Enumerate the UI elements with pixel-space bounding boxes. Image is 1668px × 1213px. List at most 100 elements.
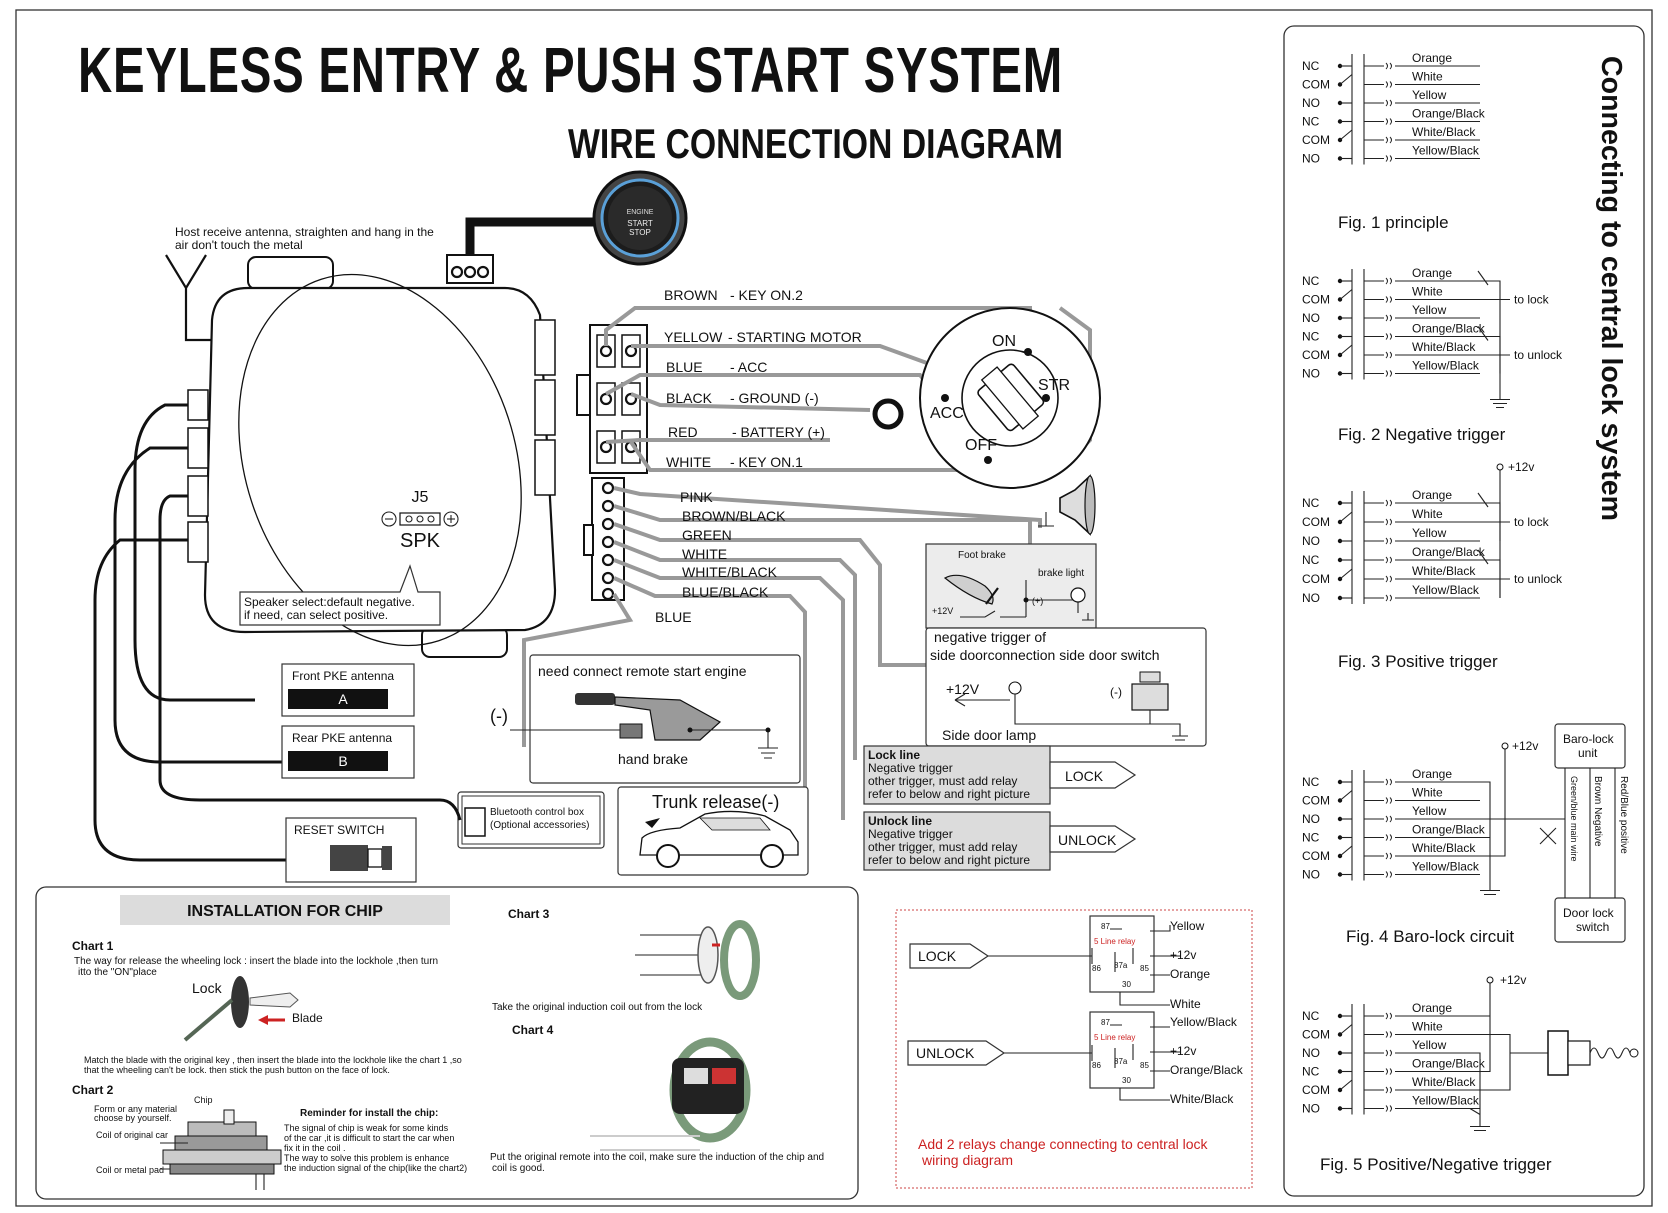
chip-panel [35, 886, 859, 1200]
outer-frame [15, 9, 1653, 1207]
chart1-match-1: Match the blade with the original key , … [84, 1055, 462, 1065]
aux-wire-green: GREEN [682, 527, 732, 543]
brake-pedal-icon [943, 574, 1094, 621]
fig3-to-unlock: to unlock [1514, 572, 1563, 586]
foot-brake-box [925, 543, 1097, 629]
chart4-text-1: Put the original remote into the coil, m… [490, 1152, 824, 1163]
side-door-12v: +12V [946, 681, 980, 697]
push-start-button: ENGINE START STOP [592, 170, 688, 266]
fig4-wire-0: Orange [1412, 767, 1452, 781]
relay-lock-arrow [909, 943, 990, 969]
door-switch-1: Door lock [1563, 906, 1615, 920]
side-door-title-2: side doorconnection side door switch [930, 647, 1160, 663]
fig2-diagram: NCOrangeCOMWhiteNOYellowNCOrange/BlackCO… [1302, 266, 1563, 444]
wire-red-fn: - BATTERY (+) [732, 424, 825, 440]
relay2-name: 5 Line relay [1094, 1033, 1135, 1042]
relay-lock-label: LOCK [918, 948, 957, 964]
main-control-unit [187, 256, 557, 658]
main-title: KEYLESS ENTRY & PUSH START SYSTEM [78, 34, 1063, 106]
fig4-caption: Fig. 4 Baro-lock circuit [1346, 927, 1514, 946]
fig2-wire-1: White [1412, 285, 1443, 299]
fig4-term-3: NC [1302, 831, 1320, 845]
lock-arrow [1049, 761, 1137, 789]
fig5-wire-3: Orange/Black [1412, 1057, 1486, 1071]
unlock-line-2: other trigger, must add relay [868, 840, 1017, 854]
jumper-label: SPK [400, 530, 441, 552]
wire-white-fn: - KEY ON.1 [730, 454, 803, 470]
wire-blue-color: BLUE [666, 359, 703, 375]
baro-col-2: Brown Negative [1592, 776, 1603, 847]
fig4-diagram: NCOrangeCOMWhiteNOYellowNCOrange/BlackCO… [1302, 723, 1629, 946]
front-pke-label: Front PKE antenna [292, 669, 394, 683]
side-door-box [925, 627, 1207, 747]
relay2-wire-12v: +12v [1170, 1044, 1196, 1058]
relay-unlock-label: UNLOCK [916, 1045, 975, 1061]
fig3-caption: Fig. 3 Positive trigger [1338, 652, 1498, 671]
relay2-wire-orange-black: Orange/Black [1170, 1063, 1244, 1077]
wire-black-color: BLACK [666, 390, 713, 406]
fig5-wire-5: Yellow/Black [1412, 1094, 1480, 1108]
chart1-label: Chart 1 [72, 939, 114, 953]
fig2-caption: Fig. 2 Negative trigger [1338, 425, 1506, 444]
wire-yellow-color: YELLOW [664, 329, 723, 345]
aux-wire-white-black: WHITE/BLACK [682, 564, 778, 580]
ignition-str: STR [1038, 377, 1070, 394]
fig2-term-3: NC [1302, 330, 1320, 344]
ignition-acc: ACC [930, 405, 964, 422]
bluetooth-box [457, 791, 605, 849]
button-start: START [627, 219, 653, 228]
fig4-wire-1: White [1412, 786, 1443, 800]
speaker-note-2: if need, can select positive. [244, 608, 388, 622]
chip-header-bg [120, 895, 450, 925]
chart1-lock: Lock [192, 980, 223, 996]
fig1-term-0: NC [1302, 59, 1320, 73]
fig1-wire-5: Yellow/Black [1412, 144, 1480, 158]
remote-start-label: need connect remote start engine [538, 663, 747, 679]
fig2-wire-2: Yellow [1412, 303, 1447, 317]
relay1-pin-87a: 87a [1114, 961, 1128, 970]
wire-brown-fn: - KEY ON.2 [730, 287, 803, 303]
chart2-label: Chart 2 [72, 1083, 114, 1097]
lock-line-title: Lock line [868, 748, 920, 762]
fig1-term-2: NO [1302, 96, 1320, 110]
fig3-wire-5: Yellow/Black [1412, 583, 1480, 597]
fig2-term-1: COM [1302, 293, 1330, 307]
baro-unit-2: unit [1578, 746, 1598, 760]
wire-black-fn: - GROUND (-) [730, 390, 819, 406]
fig1-term-1: COM [1302, 78, 1330, 92]
fig4-wire-2: Yellow [1412, 804, 1447, 818]
sub-title: WIRE CONNECTION DIAGRAM [568, 120, 1063, 167]
brake-light-label: brake light [1038, 568, 1084, 579]
fig3-term-4: COM [1302, 572, 1330, 586]
aux-wire-brown-black: BROWN/BLACK [682, 508, 786, 524]
reminder-2: of the car ,it is difficult to start the… [284, 1133, 454, 1143]
fig4-wire-5: Yellow/Black [1412, 860, 1480, 874]
relay2-pin-87a: 87a [1114, 1057, 1128, 1066]
fig2-wire-5: Yellow/Black [1412, 359, 1480, 373]
unlock-line-title: Unlock line [868, 814, 932, 828]
jumper-name: J5 [412, 489, 429, 506]
relay2-pin-30: 30 [1122, 1076, 1131, 1085]
right-panel-title: Connecting to central lock system [1595, 56, 1627, 521]
aux-wire-white: WHITE [682, 546, 727, 562]
fig5-wire-0: Orange [1412, 1001, 1452, 1015]
fig2-to-unlock: to unlock [1514, 348, 1563, 362]
fig3-term-3: NC [1302, 553, 1320, 567]
button-cable [465, 217, 595, 255]
fig5-diagram: NCOrangeCOMWhiteNOYellowNCOrange/BlackCO… [1302, 973, 1639, 1174]
baro-col-3: Red/Blue positive [1618, 776, 1629, 854]
fig4-wire-4: White/Black [1412, 841, 1476, 855]
right-panel [1283, 25, 1645, 1197]
unlock-line-box [863, 811, 1051, 871]
lock-line-box [863, 745, 1051, 805]
fig1-wire-3: Orange/Black [1412, 107, 1486, 121]
bluetooth-line-1: Bluetooth control box [490, 807, 584, 818]
relay1-wire-12v: +12v [1170, 948, 1196, 962]
accessory-cables [93, 403, 462, 862]
right-figures: NCOrangeCOMWhiteNOYellowNCOrange/BlackCO… [1302, 51, 1639, 1174]
wire-red-color: RED [668, 424, 698, 440]
aux-wires [522, 486, 1087, 820]
antenna-note-1: Host receive antenna, straighten and han… [175, 225, 434, 239]
relay1-wire-orange: Orange [1170, 967, 1210, 981]
